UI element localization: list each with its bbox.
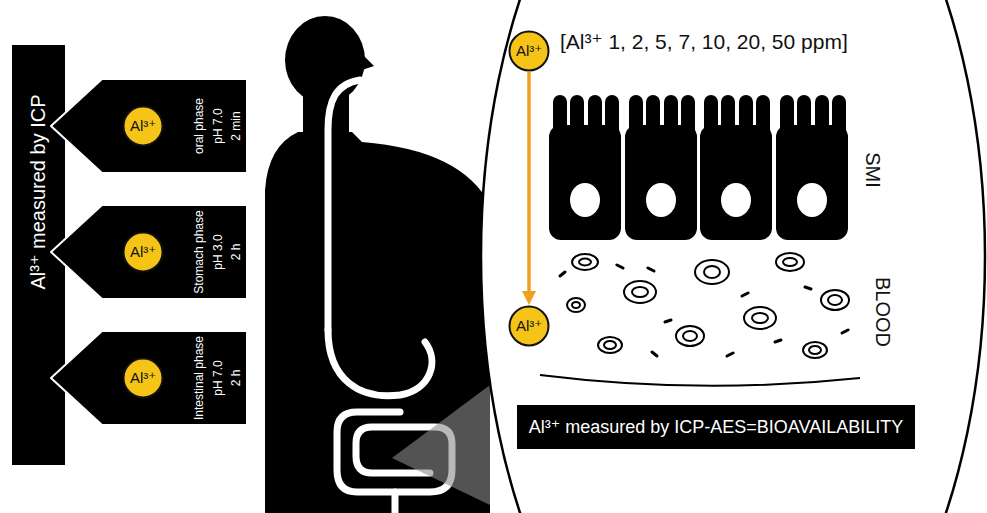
arrow-head — [522, 291, 536, 305]
rectum — [392, 492, 399, 513]
aluminium-ion-text: Al³⁺ — [130, 243, 156, 260]
intestinal-phase-tag: Intestinal phase pH 7.0 2 h Al³⁺ — [50, 330, 248, 426]
arrow-shaft — [527, 72, 531, 293]
text-holder: Al³⁺ measured by ICP — [27, 94, 50, 289]
text-holder: Stomach phase — [193, 210, 207, 293]
vessel-wall — [540, 375, 860, 386]
text-holder: SMI — [861, 152, 884, 188]
villi — [553, 95, 846, 140]
stomach-phase-tag-text: pH 3.0 — [212, 234, 226, 269]
oral-phase-tag-text: 2 min — [230, 111, 244, 140]
oral-phase-tag: oral phase pH 7.0 2 min Al³⁺ — [50, 78, 248, 174]
text-holder: Intestinal phase — [193, 336, 207, 420]
stomach-phase-tag-text: Stomach phase — [193, 210, 207, 293]
aluminium-ion: Al³⁺ — [508, 305, 550, 347]
text-holder: 2 h — [230, 370, 244, 387]
text-holder: pH 7.0 — [212, 108, 226, 143]
epithelial-cells — [549, 125, 848, 240]
text-holder: Al³⁺ — [130, 243, 156, 260]
stomach-phase-tag-text: 2 h — [230, 244, 244, 261]
intestinal-phase-tag-text: Intestinal phase — [193, 336, 207, 420]
aluminium-ion-shape — [510, 307, 549, 346]
zoom-circle-text: SMI — [861, 152, 884, 188]
text-holder: Al³⁺ — [516, 42, 542, 59]
cell-nuclei — [570, 183, 827, 217]
aluminium-ion: Al³⁺ — [122, 105, 164, 147]
aluminium-ion-shape — [124, 359, 163, 398]
aluminium-ion-shape — [124, 233, 163, 272]
banner-text: Al³⁺ measured by ICP-AES=BIOAVAILABILITY — [529, 405, 903, 449]
oral-phase-tag-text: oral phase — [193, 98, 207, 154]
head — [285, 16, 365, 104]
intestinal-phase-tag-shape — [51, 331, 247, 425]
text-holder: BLOOD — [871, 277, 894, 347]
text-holder: oral phase — [193, 98, 207, 154]
text-holder: Al³⁺ — [130, 117, 156, 134]
text-holder: 2 h — [230, 244, 244, 261]
aluminium-ion-text: Al³⁺ — [516, 317, 542, 334]
zoom-circle: [Al³⁺ 1, 2, 5, 7, 10, 20, 50 ppm] SMI BLOO… — [480, 0, 987, 513]
stomach-phase-tag-shape — [51, 205, 247, 299]
stomach — [328, 330, 432, 396]
aluminium-ion-text: Al³⁺ — [130, 117, 156, 134]
flow-arrow — [522, 72, 536, 305]
aluminium-ion-shape — [510, 32, 549, 71]
text-holder: pH 3.0 — [212, 234, 226, 269]
zoom-circle-shape — [481, 0, 985, 513]
torso — [265, 132, 490, 513]
zoom-circle-text: [Al³⁺ 1, 2, 5, 7, 10, 20, 50 ppm] — [560, 30, 848, 54]
aluminium-ion: Al³⁺ — [508, 30, 550, 72]
text-holder: Al³⁺ — [130, 369, 156, 386]
zoom-cone — [392, 385, 490, 505]
blood-cells — [567, 253, 849, 358]
intestinal-phase-tag-text: 2 h — [230, 370, 244, 387]
aluminium-ion-text: Al³⁺ — [516, 42, 542, 59]
text-holder: Al³⁺ — [516, 317, 542, 334]
text-holder: 2 min — [230, 111, 244, 140]
stomach-phase-tag: Stomach phase pH 3.0 2 h Al³⁺ — [50, 204, 248, 300]
oesophagus — [328, 80, 360, 330]
zoom-circle-text: BLOOD — [871, 277, 894, 347]
aluminium-ion: Al³⁺ — [122, 231, 164, 273]
aluminium-ion-text: Al³⁺ — [130, 369, 156, 386]
platelets — [560, 265, 848, 356]
aluminium-ion: Al³⁺ — [122, 357, 164, 399]
oral-phase-tag-text: pH 7.0 — [212, 108, 226, 143]
text-holder: [Al³⁺ 1, 2, 5, 7, 10, 20, 50 ppm] — [560, 30, 848, 54]
oral-phase-tag-shape — [51, 79, 247, 173]
nose — [360, 52, 374, 70]
text-holder: pH 7.0 — [212, 360, 226, 395]
aluminium-ion-shape — [124, 107, 163, 146]
intestinal-phase-tag-text: pH 7.0 — [212, 360, 226, 395]
measurement-bar-text: Al³⁺ measured by ICP — [27, 94, 50, 289]
result-banner: Al³⁺ measured by ICP-AES=BIOAVAILABILITY — [517, 405, 915, 449]
